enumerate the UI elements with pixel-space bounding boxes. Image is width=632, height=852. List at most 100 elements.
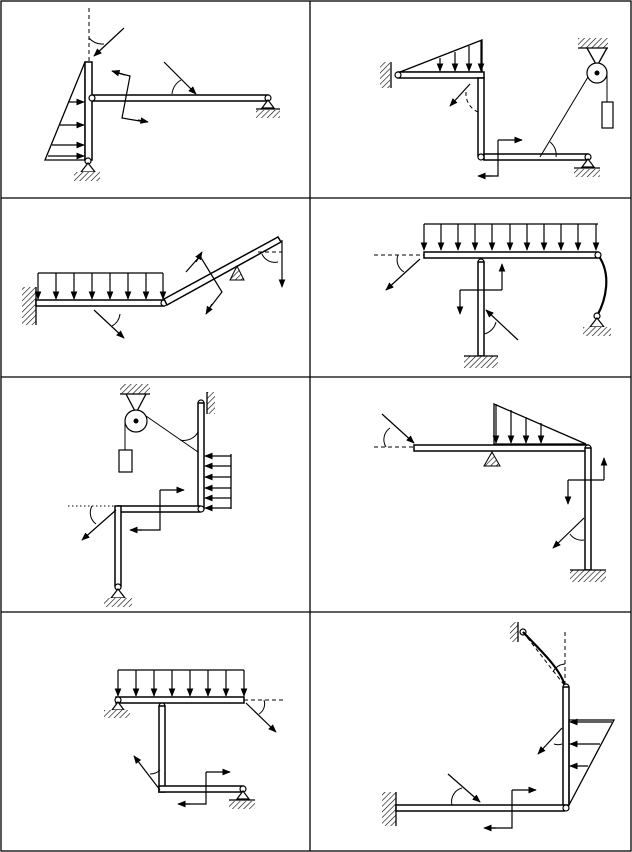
roller-support-icon [256, 94, 280, 118]
angle-arc [88, 37, 105, 45]
ground-hatch [74, 172, 100, 181]
angle-arc [552, 663, 566, 673]
horizontal-beam [115, 696, 245, 704]
curved-rod [596, 254, 608, 317]
chord-line [522, 631, 566, 687]
angle-arc [261, 253, 279, 263]
force-couple [184, 772, 207, 805]
wall-pin-icon [394, 71, 402, 79]
inclined-force-arrow [485, 309, 519, 341]
horizontal-beam [395, 804, 565, 812]
panel-6 [374, 403, 608, 582]
angle-arc [89, 505, 97, 525]
panel-4 [374, 223, 611, 368]
horizontal-beam [423, 251, 599, 259]
inclined-force-arrow [537, 727, 563, 755]
inclined-force-arrow [93, 309, 125, 339]
wall-hatch [380, 62, 390, 88]
uniform-distributed-load [204, 452, 232, 512]
inclined-force-arrow [245, 702, 277, 733]
force-couple [138, 490, 161, 531]
lower-beam [158, 785, 244, 793]
angle-arc [179, 431, 199, 441]
roller-support-icon [574, 153, 600, 177]
angle-arc [149, 769, 161, 775]
rope [539, 76, 589, 158]
panel-2 [380, 38, 614, 180]
inclined-force-arrow [552, 517, 585, 549]
angle-arc [465, 91, 479, 113]
vertical-member [477, 77, 485, 157]
uniform-distributed-load [114, 669, 248, 697]
ceiling-hatch [578, 38, 608, 48]
curved-rod [522, 631, 567, 687]
pin-support-icon [109, 588, 127, 599]
force-couple [490, 790, 513, 829]
angle-arc [569, 533, 585, 541]
hanging-weight-icon [601, 101, 614, 129]
angle-arc [553, 743, 563, 746]
angle-arc [258, 699, 266, 715]
inclined-force-arrow [381, 413, 415, 444]
ground-hatch [104, 710, 130, 718]
hinge [562, 804, 570, 812]
knife-edge-support-icon [483, 450, 501, 467]
wall-hatch [510, 622, 518, 642]
inclined-force-arrow [447, 773, 481, 803]
hanging-weight-icon [118, 449, 133, 473]
hinge [594, 251, 602, 259]
right-vertical-member [197, 402, 205, 510]
angle-arc [111, 313, 121, 327]
vertical-member [562, 686, 570, 806]
triangular-distributed-load [568, 718, 616, 806]
hinge [477, 153, 485, 161]
inclined-beam [163, 235, 283, 307]
inclined-force-arrow [81, 509, 117, 541]
pin-support-icon [588, 317, 606, 328]
fixed-wall-hatch [22, 287, 36, 325]
uniform-distributed-load [34, 272, 167, 300]
horizontal-beam [413, 444, 589, 452]
lower-beam [483, 153, 589, 161]
angle-arc [171, 79, 182, 95]
ceiling-hatch [120, 384, 150, 394]
angle-arc [451, 787, 463, 806]
triangular-distributed-load [44, 61, 86, 161]
vertical-member [158, 705, 166, 793]
horizontal-beam [117, 505, 201, 513]
upper-beam [397, 71, 485, 79]
knife-edge-support-icon [229, 264, 245, 281]
horizontal-beam [35, 299, 165, 307]
vertical-member [84, 61, 93, 161]
force-couple [185, 254, 223, 311]
left-vertical-member [114, 505, 122, 587]
fixed-ground-hatch [570, 570, 606, 582]
fixed-ground-hatch [464, 356, 498, 368]
fixed-wall-hatch [382, 792, 396, 826]
vertical-member [584, 447, 592, 571]
wall-hatch [207, 392, 215, 414]
triangular-distributed-load [399, 39, 485, 73]
angle-arc [396, 254, 405, 273]
roller-support-icon [229, 785, 255, 809]
inclined-force-arrow [133, 755, 161, 791]
panel-3 [22, 235, 286, 339]
ground-hatch [583, 327, 611, 336]
uniform-distributed-load [420, 223, 600, 251]
horizontal-beam [91, 94, 269, 102]
panel-7 [104, 669, 284, 809]
triangular-distributed-load [492, 403, 587, 445]
vertical-member [477, 261, 485, 357]
pin-support-icon [79, 162, 97, 173]
panel-8 [382, 622, 616, 832]
rope [145, 415, 199, 453]
panel-5 [68, 384, 232, 607]
angle-arc [549, 141, 557, 158]
inclined-force-arrow [449, 83, 471, 107]
ground-hatch [104, 598, 132, 607]
hinge [197, 505, 205, 513]
inclined-force-arrow [385, 258, 421, 291]
panel-1 [44, 8, 280, 181]
